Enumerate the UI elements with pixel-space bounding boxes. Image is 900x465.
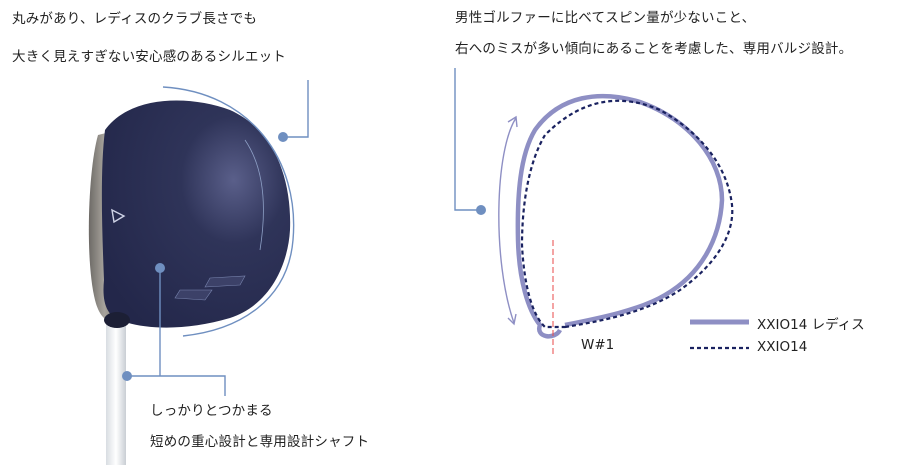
callout-line: 大きく見えすぎない安心感のあるシルエット: [12, 49, 286, 65]
driver-head-image: [88, 100, 291, 465]
callout-line: 丸みがあり、レディスのクラブ長さでも: [12, 11, 258, 27]
shaft: [106, 315, 126, 465]
outline-xxio14-ladies: [515, 93, 725, 339]
callout-line: 右へのミスが多い傾向にあることを考慮した、専用バルジ設計。: [455, 41, 853, 57]
right-callout: 男性ゴルファーに比べてスピン量が少ないこと、 右へのミスが多い傾向にあることを考…: [455, 3, 852, 65]
callout-line: 短めの重心設計と専用設計シャフト: [150, 434, 370, 450]
logo-icon: [111, 208, 126, 224]
callout-line: 男性ゴルファーに比べてスピン量が少ないこと、: [455, 10, 756, 26]
club-label: W#1: [581, 337, 615, 353]
bulge-arrow: [498, 115, 518, 326]
crown: [101, 100, 291, 328]
legend-item-ladies: XXIO14 レディス: [757, 317, 865, 333]
left-bottom-callout: しっかりとつかまる 短めの重心設計と専用設計シャフト: [150, 396, 369, 458]
outline-xxio14: [520, 99, 734, 329]
left-top-callout: 丸みがあり、レディスのクラブ長さでも 大きく見えすぎない安心感のあるシルエット: [12, 4, 286, 73]
legend-item-xxio14: XXIO14: [757, 339, 808, 355]
left-connectors: [127, 80, 309, 396]
callout-line: しっかりとつかまる: [150, 403, 273, 419]
